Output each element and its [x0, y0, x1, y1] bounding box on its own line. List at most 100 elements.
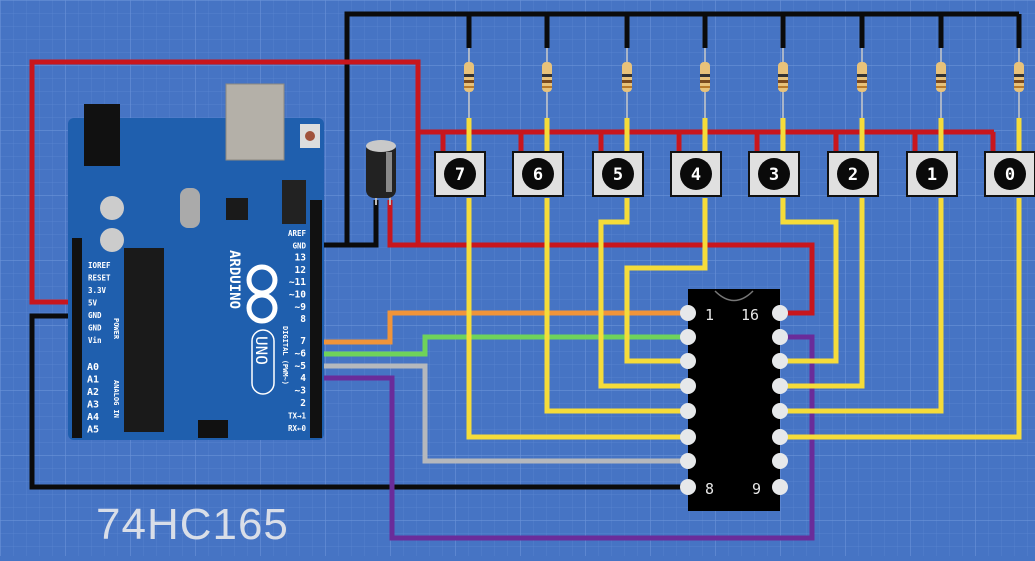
analog-pin-label: A1 [87, 375, 99, 386]
power-pin-label: Vin [88, 336, 102, 345]
resistor-icon [542, 62, 552, 92]
button-number: 0 [1005, 165, 1015, 185]
digital-pin-label: ~9 [295, 302, 307, 313]
power-pin-label: 3.3V [88, 286, 107, 295]
chip-pin-4 [680, 378, 696, 394]
chip-pin-label-9: 9 [752, 480, 761, 498]
button-cap [680, 158, 712, 190]
chip-pin-9 [772, 479, 788, 495]
arduino-uno-board: IOREFRESET3.3V5VGNDGNDVinA0A1A2A3A4A5ARE… [68, 83, 324, 440]
button-2-data-wire [780, 198, 865, 389]
chip-pin-12 [772, 403, 788, 419]
button-1-data-wire [780, 198, 944, 414]
crystal [180, 188, 200, 228]
analog-pin-label: A3 [87, 400, 99, 411]
button-number: 1 [927, 165, 937, 185]
button-cap [837, 158, 869, 190]
button-cap [916, 158, 948, 190]
pushbutton-6[interactable]: 6 [512, 14, 564, 197]
chip-pin-5 [680, 403, 696, 419]
button-cap [758, 158, 790, 190]
resistor-icon [936, 62, 946, 92]
digital-pin-label: 2 [300, 398, 306, 409]
button-cap [994, 158, 1026, 190]
analog-pin-label: A5 [87, 425, 99, 436]
chip-pin-1 [680, 305, 696, 321]
power-pin-label: RESET [88, 274, 111, 283]
chip-pin-8 [680, 479, 696, 495]
chip-pin-13 [772, 378, 788, 394]
icsp-header [198, 420, 228, 438]
chip-pin-label-8: 8 [705, 480, 714, 498]
circuit-title: 74HC165 [96, 500, 289, 549]
capacitor-gnd-wire [347, 200, 379, 248]
digital-pin-label: 7 [300, 336, 306, 347]
chip-pin-11 [772, 429, 788, 445]
digital-header [310, 200, 322, 438]
button-3-data-wire [780, 198, 839, 364]
power-pin-label: 5V [88, 299, 98, 308]
uno-badge [251, 329, 275, 395]
arduino-brand: ARDUINO [226, 250, 242, 309]
chip-body [688, 289, 780, 511]
clock-enable-wire-pin5 [318, 363, 688, 464]
gnd-bus-wire [318, 11, 1019, 248]
digital-pin-label: AREF [288, 229, 307, 238]
chip-pin-15 [772, 329, 788, 345]
button-7-data-wire [466, 198, 688, 440]
power-pin-label: IOREF [88, 261, 111, 270]
digital-pin-label: 13 [295, 253, 307, 264]
digital-pin-label: GND [292, 241, 306, 250]
chip-pin-label-1: 1 [705, 306, 714, 324]
vcc-main-wire [29, 59, 421, 305]
usb-connector [225, 83, 285, 161]
digital-header-label: DIGITAL (PWM~) [281, 326, 289, 385]
pushbutton-1[interactable]: 1 [906, 14, 958, 197]
capacitor-c2 [100, 228, 124, 252]
analog-pin-label: A2 [87, 387, 99, 398]
button-5-data-wire [598, 198, 688, 389]
pushbutton-2[interactable]: 2 [827, 14, 879, 197]
power-pin-label: GND [88, 324, 102, 333]
digital-pin-label: ~3 [295, 386, 307, 397]
pushbutton-7[interactable]: 7 [434, 14, 486, 197]
pushbutton-0[interactable]: 0 [984, 14, 1035, 197]
button-number: 7 [455, 165, 465, 185]
resistor-icon [622, 62, 632, 92]
resistor-icon [464, 62, 474, 92]
pushbutton-5[interactable]: 5 [592, 14, 644, 197]
chip-notch [714, 290, 754, 302]
digital-pin-label: RX←0 [288, 424, 307, 433]
chip-pin-7 [680, 453, 696, 469]
button-4-data-wire [624, 198, 708, 364]
usb-chip [226, 198, 248, 220]
regulator [282, 180, 306, 224]
analog-pin-label: A4 [87, 412, 99, 423]
vcc-chip-wire [387, 200, 815, 316]
arduino-model: UNO [252, 336, 271, 365]
digital-pin-label: ~10 [289, 290, 306, 301]
pushbutton-4[interactable]: 4 [670, 14, 722, 197]
chip-pin-label-16: 16 [741, 306, 759, 324]
pushbutton-3[interactable]: 3 [748, 14, 800, 197]
chip-gnd-wire [29, 313, 688, 490]
chip-pin-6 [680, 429, 696, 445]
resistor-icon [1014, 62, 1024, 92]
button-number: 2 [848, 165, 858, 185]
chip-pin-10 [772, 453, 788, 469]
button-cap [522, 158, 554, 190]
shift-register-chip: 1 16 8 9 [680, 289, 788, 511]
digital-pin-label: ~11 [289, 277, 306, 288]
power-pin-label: GND [88, 311, 102, 320]
resistor-icon [778, 62, 788, 92]
power-header-label: POWER [112, 318, 120, 340]
button-number: 3 [769, 165, 779, 185]
resistor-icon [857, 62, 867, 92]
analog-header-label: ANALOG IN [112, 380, 120, 418]
digital-pin-label: TX→1 [288, 411, 307, 420]
button-6-data-wire [544, 198, 688, 414]
clock-wire-pin6 [318, 334, 688, 357]
button-number: 5 [613, 165, 623, 185]
